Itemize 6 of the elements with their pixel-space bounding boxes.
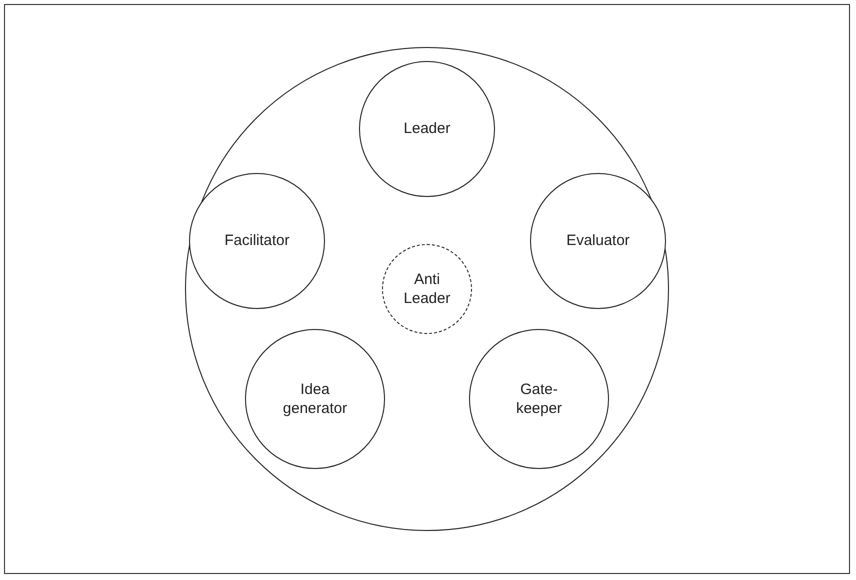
role-label: Anti Leader	[402, 270, 452, 308]
role-label: Idea generator	[282, 380, 348, 418]
role-label: Leader	[404, 119, 450, 139]
role-label: Evaluator	[566, 231, 630, 251]
role-label: Gate- keeper	[515, 380, 563, 418]
role-label: Facilitator	[224, 231, 290, 251]
